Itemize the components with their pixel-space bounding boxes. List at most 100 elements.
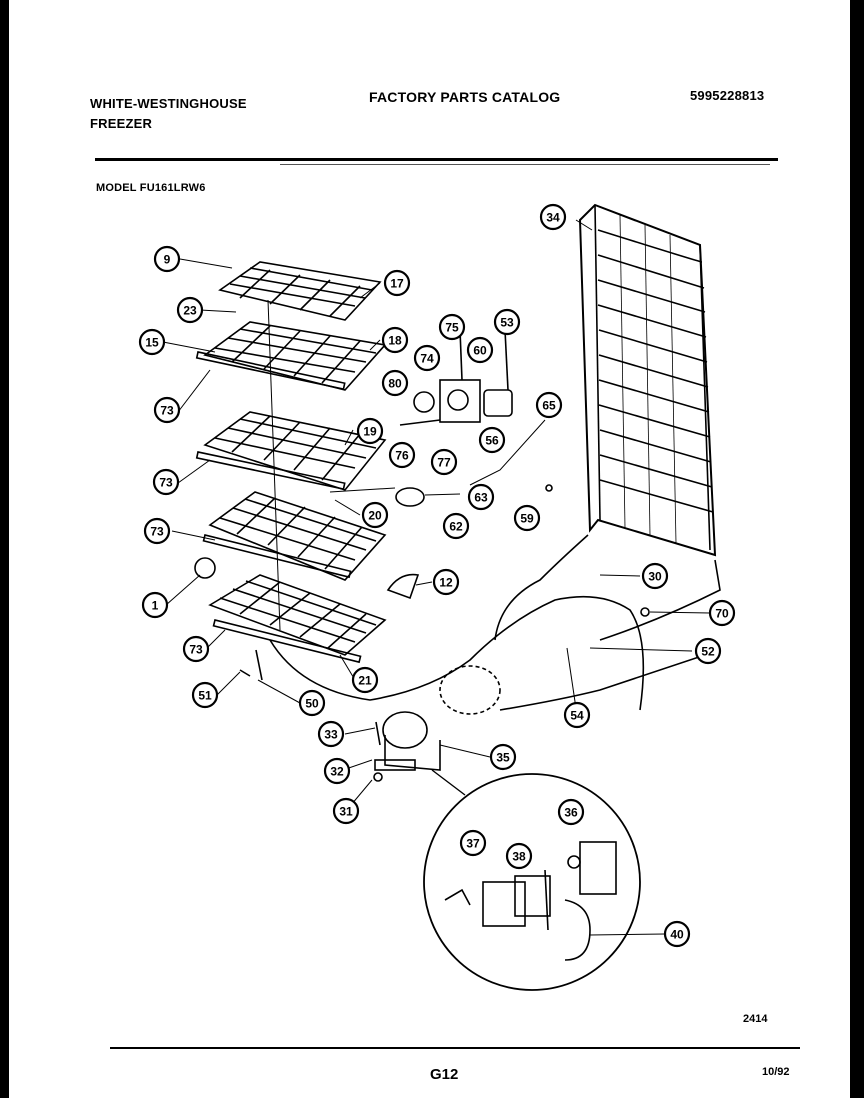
product-type: FREEZER [90, 116, 153, 131]
catalog-part-number: 5995228813 [690, 88, 765, 103]
callout-36: 36 [557, 798, 585, 826]
shelf-top [218, 261, 382, 321]
callout-label: 76 [395, 449, 409, 463]
callout-label: 34 [546, 211, 560, 225]
callout-63: 63 [467, 483, 495, 511]
callout-label: 38 [512, 850, 526, 864]
diagram-code: 2414 [743, 1013, 768, 1025]
callout-label: 31 [339, 805, 353, 819]
callout-80: 80 [381, 369, 409, 397]
callout-label: 15 [145, 336, 159, 350]
callout-label: 40 [670, 928, 684, 942]
callout-56: 56 [478, 426, 506, 454]
callout-label: 19 [363, 425, 377, 439]
callout-label: 36 [564, 806, 578, 820]
shelf-clip-part [194, 557, 216, 579]
callout-21: 21 [351, 666, 379, 694]
terminal-cover-part [444, 888, 471, 906]
callout-70: 70 [708, 599, 736, 627]
header-rule-secondary [280, 164, 770, 165]
callout-73: 73 [153, 396, 181, 424]
model-number: MODEL FU161LRW6 [96, 182, 206, 194]
callout-label: 30 [648, 570, 662, 584]
shelf-3 [195, 411, 387, 491]
callout-76: 76 [388, 441, 416, 469]
callout-label: 18 [388, 334, 402, 348]
scan-border-left [0, 0, 9, 1098]
shelf-bottom [208, 574, 387, 664]
callout-label: 37 [466, 837, 480, 851]
callout-label: 80 [388, 377, 402, 391]
callout-65: 65 [535, 391, 563, 419]
callout-label: 74 [420, 352, 434, 366]
callout-label: 54 [570, 709, 584, 723]
callout-label: 12 [439, 576, 453, 590]
callout-label: 33 [324, 728, 338, 742]
callout-label: 73 [189, 643, 203, 657]
callout-23: 23 [176, 296, 204, 324]
callout-30: 30 [641, 562, 669, 590]
callout-label: 63 [474, 491, 488, 505]
callout-54: 54 [563, 701, 591, 729]
footer-rule [110, 1047, 800, 1049]
wire-clip-part [564, 899, 591, 961]
callout-label: 20 [368, 509, 382, 523]
callout-label: 56 [485, 434, 499, 448]
detail-inset [423, 773, 641, 991]
overload-protector-part [567, 841, 617, 895]
page-code: G12 [430, 1066, 459, 1083]
callout-label: 50 [305, 697, 319, 711]
callout-label: 53 [500, 316, 514, 330]
callout-label: 59 [520, 512, 534, 526]
callout-label: 65 [542, 399, 556, 413]
callout-34: 34 [539, 203, 567, 231]
callout-38: 38 [505, 842, 533, 870]
callout-label: 62 [449, 520, 463, 534]
callout-60: 60 [466, 336, 494, 364]
callout-59: 59 [513, 504, 541, 532]
fan-motor-assembly [399, 329, 513, 426]
callout-74: 74 [413, 344, 441, 372]
callout-label: 23 [183, 304, 197, 318]
callout-label: 73 [150, 525, 164, 539]
callout-12: 12 [432, 568, 460, 596]
defrost-heater-part [395, 487, 425, 507]
callout-73: 73 [143, 517, 171, 545]
callout-75: 75 [438, 313, 466, 341]
callout-label: 35 [496, 751, 510, 765]
callout-label: 73 [159, 476, 173, 490]
callout-15: 15 [138, 328, 166, 356]
callout-35: 35 [489, 743, 517, 771]
scan-border-right [850, 0, 864, 1098]
callout-18: 18 [381, 326, 409, 354]
shelf-2 [195, 321, 387, 391]
callout-37: 37 [459, 829, 487, 857]
callout-51: 51 [191, 681, 219, 709]
callout-17: 17 [383, 269, 411, 297]
bracket-part [386, 573, 420, 600]
callout-label: 52 [701, 645, 715, 659]
header-rule [95, 158, 778, 161]
callout-52: 52 [694, 637, 722, 665]
callout-73: 73 [152, 468, 180, 496]
callout-label: 1 [152, 599, 159, 613]
callout-label: 73 [160, 404, 174, 418]
relay-part [482, 869, 551, 931]
callout-1: 1 [141, 591, 169, 619]
callout-label: 60 [473, 344, 487, 358]
callout-53: 53 [493, 308, 521, 336]
callout-label: 51 [198, 689, 212, 703]
callout-label: 70 [715, 607, 729, 621]
callout-73: 73 [182, 635, 210, 663]
callout-20: 20 [361, 501, 389, 529]
callout-62: 62 [442, 512, 470, 540]
evaporator-coil [494, 203, 721, 641]
callout-40: 40 [663, 920, 691, 948]
callout-label: 75 [445, 321, 459, 335]
callout-label: 21 [358, 674, 372, 688]
callout-33: 33 [317, 720, 345, 748]
callout-77: 77 [430, 448, 458, 476]
